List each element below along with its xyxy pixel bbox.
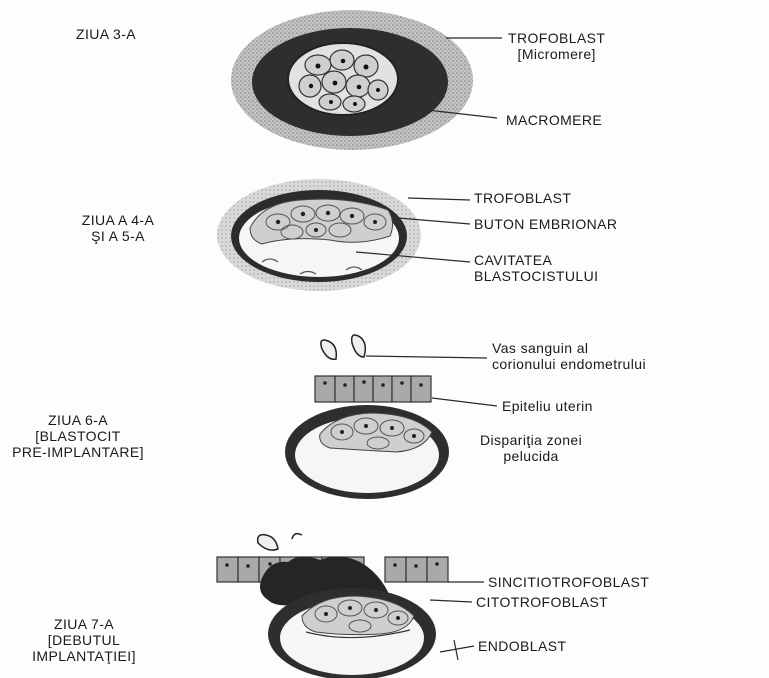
- blood-vessels: [321, 335, 365, 359]
- morula-day3: [231, 10, 473, 150]
- day-line: PRE-IMPLANTARE]: [0, 444, 156, 460]
- day-line: ZIUA 6-A: [0, 412, 156, 428]
- stage4-day-label: ZIUA 7-A [DEBUTUL IMPLANTAŢIEI]: [14, 616, 154, 664]
- day-line: ŞI A 5-A: [58, 228, 178, 244]
- day-line: [DEBUTUL: [14, 632, 154, 648]
- uterine-epithelium: [315, 376, 431, 402]
- label-buton-embrionar: BUTON EMBRIONAR: [474, 216, 617, 232]
- label-line: BLASTOCISTULUI: [474, 268, 598, 284]
- label-line: CITOTROFOBLAST: [476, 594, 608, 610]
- label-macromere: MACROMERE: [506, 112, 602, 128]
- day-line: ZIUA 7-A: [14, 616, 154, 632]
- label-line: pelucida: [480, 448, 582, 464]
- day-line: [BLASTOCIT: [0, 428, 156, 444]
- blastocyst-day4-5: [217, 179, 421, 291]
- label-vas-sanguin: Vas sanguin al corionului endometrului: [492, 340, 646, 372]
- label-endoblast: ENDOBLAST: [478, 638, 566, 654]
- label-line: TROFOBLAST: [508, 30, 605, 46]
- stage1-day-label: ZIUA 3-A: [58, 26, 154, 42]
- label-disparitia-zonei-pelucida: Dispariţia zonei pelucida: [480, 432, 582, 464]
- blood-vessels: [258, 534, 302, 550]
- label-line: CAVITATEA: [474, 252, 598, 268]
- label-line: Epiteliu uterin: [502, 398, 593, 414]
- label-line: [Micromere]: [508, 46, 605, 62]
- day-line: IMPLANTAŢIEI]: [14, 648, 154, 664]
- blastocyst-day6: [285, 335, 449, 499]
- label-line: BUTON EMBRIONAR: [474, 216, 617, 232]
- label-trofoblast: TROFOBLAST: [474, 190, 571, 206]
- label-line: Vas sanguin al: [492, 340, 646, 356]
- label-line: TROFOBLAST: [474, 190, 571, 206]
- blastocyst-day7: [217, 534, 448, 678]
- label-citotrofoblast: CITOTROFOBLAST: [476, 594, 608, 610]
- label-line: ENDOBLAST: [478, 638, 566, 654]
- label-line: corionului endometrului: [492, 356, 646, 372]
- label-line: SINCITIOTROFOBLAST: [488, 574, 649, 590]
- day-line: ZIUA 3-A: [58, 26, 154, 42]
- stage2-day-label: ZIUA A 4-A ŞI A 5-A: [58, 212, 178, 244]
- label-sincitiotrofoblast: SINCITIOTROFOBLAST: [488, 574, 649, 590]
- day-line: ZIUA A 4-A: [58, 212, 178, 228]
- label-trofoblast-micromere: TROFOBLAST [Micromere]: [508, 30, 605, 62]
- label-line: Dispariţia zonei: [480, 432, 582, 448]
- label-cavitatea-blastocistului: CAVITATEA BLASTOCISTULUI: [474, 252, 598, 284]
- label-epiteliu-uterin: Epiteliu uterin: [502, 398, 593, 414]
- label-line: MACROMERE: [506, 112, 602, 128]
- stage3-day-label: ZIUA 6-A [BLASTOCIT PRE-IMPLANTARE]: [0, 412, 156, 460]
